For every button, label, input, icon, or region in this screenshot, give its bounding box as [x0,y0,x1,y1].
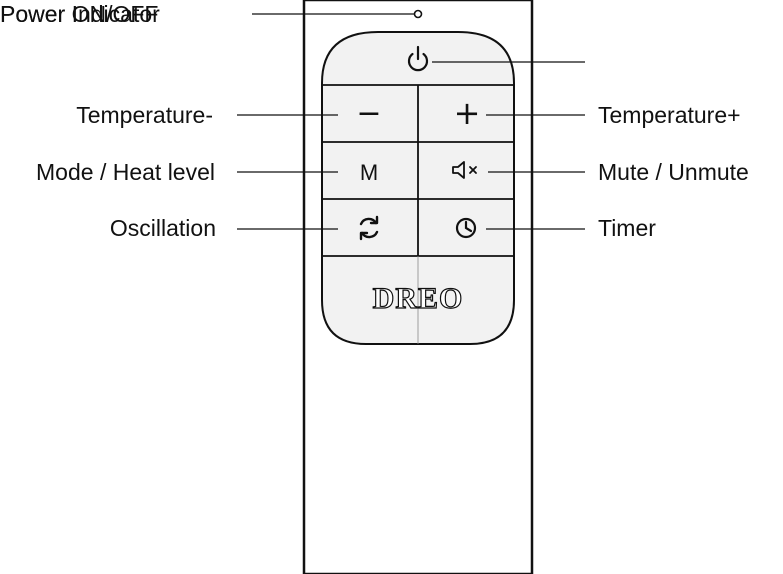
minus-glyph: − [356,96,381,131]
label-oscillation: Oscillation [109,215,216,241]
label-power-on-off: Power ON/OFF [0,1,159,27]
oscillation-button[interactable] [323,200,417,255]
mute-button[interactable] [419,143,513,198]
label-timer: Timer [598,215,656,241]
label-temperature-plus: Temperature+ [598,102,741,128]
oscillation-icon [359,215,379,241]
leader-lines [237,13,585,230]
power-indicator-led [413,9,423,19]
label-mode-heat-level: Mode / Heat level [36,159,215,185]
plus-glyph: + [454,94,481,132]
label-power-indicator: Power Indicator [0,1,160,27]
label-temperature-minus: Temperature- [76,102,213,128]
timer-icon [455,217,477,239]
mute-icon [452,161,477,179]
label-mute-unmute: Mute / Unmute [598,159,749,185]
power-icon [407,45,429,72]
dreo-logo: DREO [373,282,464,315]
mode-glyph: M [360,160,378,185]
